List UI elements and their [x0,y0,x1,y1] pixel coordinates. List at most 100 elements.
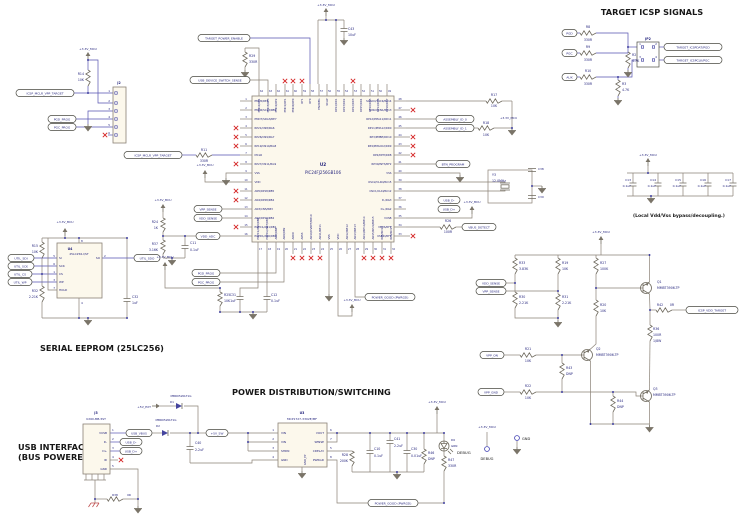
gnd-symbol [508,130,516,136]
capacitor [366,450,374,454]
u2-pin-label: SOSCO/T1CK/RC14 [366,99,392,103]
junction-dot [219,311,221,313]
no-connect-icon [361,255,367,261]
u2-pin-label: AVDD [291,232,295,240]
svg-text:USB_VBUS: USB_VBUS [131,431,147,435]
j2-p1: 1 [108,89,110,93]
u2-pin-num: 6 [245,142,247,146]
u2-pin-label: MCLR [255,153,263,157]
c10-ref: C10 [374,447,380,451]
u3-vin2: VIN [281,440,286,444]
u2-pin-label: OSC2/CLKO/RC15 [368,180,392,184]
resistor [485,98,503,104]
transistor-icon [583,348,591,362]
capacitor [263,296,271,300]
junction-dot [612,423,614,425]
u2-pin-label: PMD0/RE0 [291,98,295,112]
d2-part: MBR0520LT1G [156,418,177,422]
power-arrow-icon [323,8,329,12]
ee-so: SO [96,256,101,260]
u2-pin-label: AN8/RB8 [274,227,278,239]
no-connect-icon [233,188,239,194]
junction-dot [627,46,629,48]
svg-text:VPP_GND: VPP_GND [484,390,499,394]
u2-pin-num: 40 [398,169,402,173]
j3-vusb: VUSB [99,431,107,435]
no-connect-icon [379,255,385,261]
mcu-body [251,95,395,243]
gnd-symbol [134,506,142,509]
wire [164,270,220,289]
svg-text:USB_DEVICE_SWITCH_SENSE: USB_DEVICE_SWITCH_SENSE [198,78,242,82]
net-label-pgd-drive: PGD [561,29,578,37]
no-connect-icon [410,107,416,113]
wire [327,459,368,504]
transistor-icon [645,391,649,394]
r14-ref: R14 [78,72,84,76]
jp2-p2: 2 [655,42,657,46]
gnd-symbol [456,175,464,178]
title-usb-line1: USB INTERFACE [18,442,90,452]
j3-dp: D+ [102,449,107,453]
u2-pin-num: 41 [398,160,402,164]
crystal-icon [500,184,510,189]
eeprom-body [56,242,103,299]
u2-pin-num: 53 [354,90,358,93]
u2-pin-num: 34 [398,223,402,227]
u2-pin-label: RP24/RD1 [334,98,338,112]
c32-ref: C32 [132,295,138,299]
r46-val: DNP [428,457,435,461]
net-label-vpp-gnd: VPP_GND [477,388,505,396]
ee-n5: 5 [53,254,55,258]
c32-val: 1uF [132,301,138,305]
capacitor [704,182,712,187]
u2-pin-num: 39 [398,178,402,182]
transistor-icon [640,390,652,402]
u2-pin-label: AN13/RB13 [353,224,357,240]
net-label-vpp-on: VPP_ON [479,351,505,359]
junction-dot [87,317,89,319]
u2-pin-num: 57 [320,90,324,93]
no-connect-icon [102,132,108,138]
u3-n3: 3 [272,446,274,450]
junction-dot [531,185,533,187]
svg-text:PGD: PGD [566,31,573,35]
u2-pin-label: RP26/CN9/RG7 [255,135,275,139]
u2-pin-label: RP11/PMA12/RD0 [368,126,392,130]
net-label-vbus-detect: VBUS_DETECT [461,223,497,231]
net-label-pgc-prog-b: PGC_PROG [191,278,221,286]
r18-ref: R18 [483,121,489,125]
no-connect-icon [410,152,416,158]
resistor [159,239,167,255]
ee-n1: 1 [53,270,55,274]
junction-dot [325,19,327,21]
u2-pin-label: VSS [386,171,392,175]
svg-text:UTIL_SDO: UTIL_SDO [140,256,155,260]
r42-val: 0R [670,303,675,307]
junction-dot [184,235,186,237]
u2-pin-label: PMD7/SDA3/RE7 [255,117,277,121]
wire [184,405,199,433]
wire [649,293,651,311]
u2-pin-num: 56 [328,90,332,93]
q2-ref: Q2 [596,347,601,351]
c40-val: 2.2uF [195,448,204,452]
resistor [439,224,457,230]
ee-n2: 2 [104,254,106,258]
ee-n3: 3 [53,278,55,282]
r29-val: 330R [249,60,258,64]
resistor [348,450,356,467]
capacitor [403,450,411,454]
r20-ref: R20 [600,303,606,307]
diode-icon [162,430,168,436]
u2-pin-num: 33 [398,232,402,236]
no-connect-icon [350,78,356,84]
junction-dot [514,282,516,284]
v33-div: +3.3V_MCU [154,198,171,202]
resistor [555,257,561,275]
capacitor [123,298,131,302]
net-label-util-cs: UTIL_CS [7,270,33,278]
u2-pin-label: RF0 [308,98,312,103]
test-point [514,435,520,441]
svg-text:USB_D+: USB_D+ [125,449,138,453]
